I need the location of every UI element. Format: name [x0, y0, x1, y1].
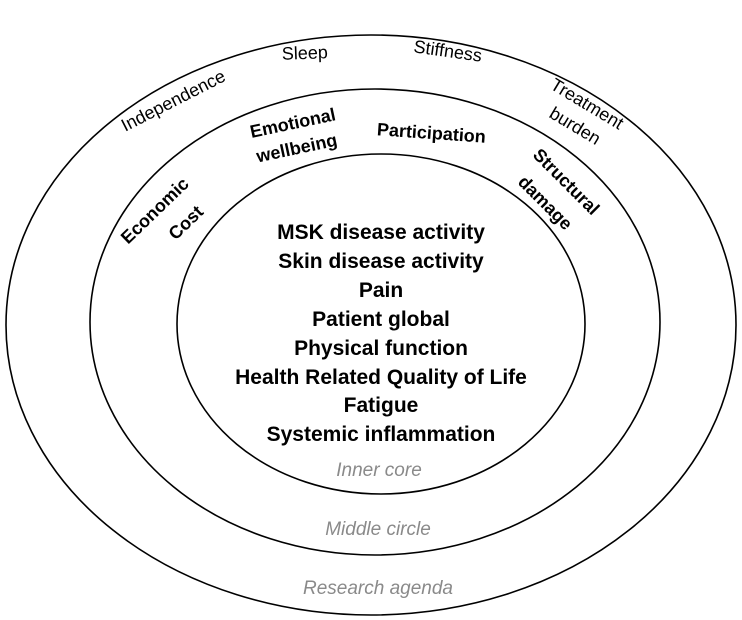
inner-ring [176, 153, 586, 495]
research-agenda-caption: Research agenda [303, 578, 453, 599]
core-item: Systemic inflammation [267, 423, 496, 446]
middle-label-participation: Participation [376, 119, 486, 147]
core-item: Pain [359, 279, 403, 302]
middle-circle-caption: Middle circle [325, 519, 431, 540]
inner-core-caption: Inner core [336, 460, 422, 481]
core-item: Patient global [312, 308, 450, 331]
core-item: Skin disease activity [278, 250, 484, 273]
core-item: Fatigue [344, 394, 419, 417]
core-item: Physical function [294, 337, 468, 360]
outer-label-sleep: Sleep [281, 42, 328, 64]
middle-ring [89, 88, 661, 556]
outer-label-independence: Independence [118, 66, 229, 136]
outer-ring [5, 34, 737, 616]
core-item: MSK disease activity [277, 221, 485, 244]
core-item: Health Related Quality of Life [235, 366, 527, 389]
outer-label-stiffness: Stiffness [412, 36, 483, 65]
core-list: MSK disease activity Skin disease activi… [235, 221, 527, 446]
